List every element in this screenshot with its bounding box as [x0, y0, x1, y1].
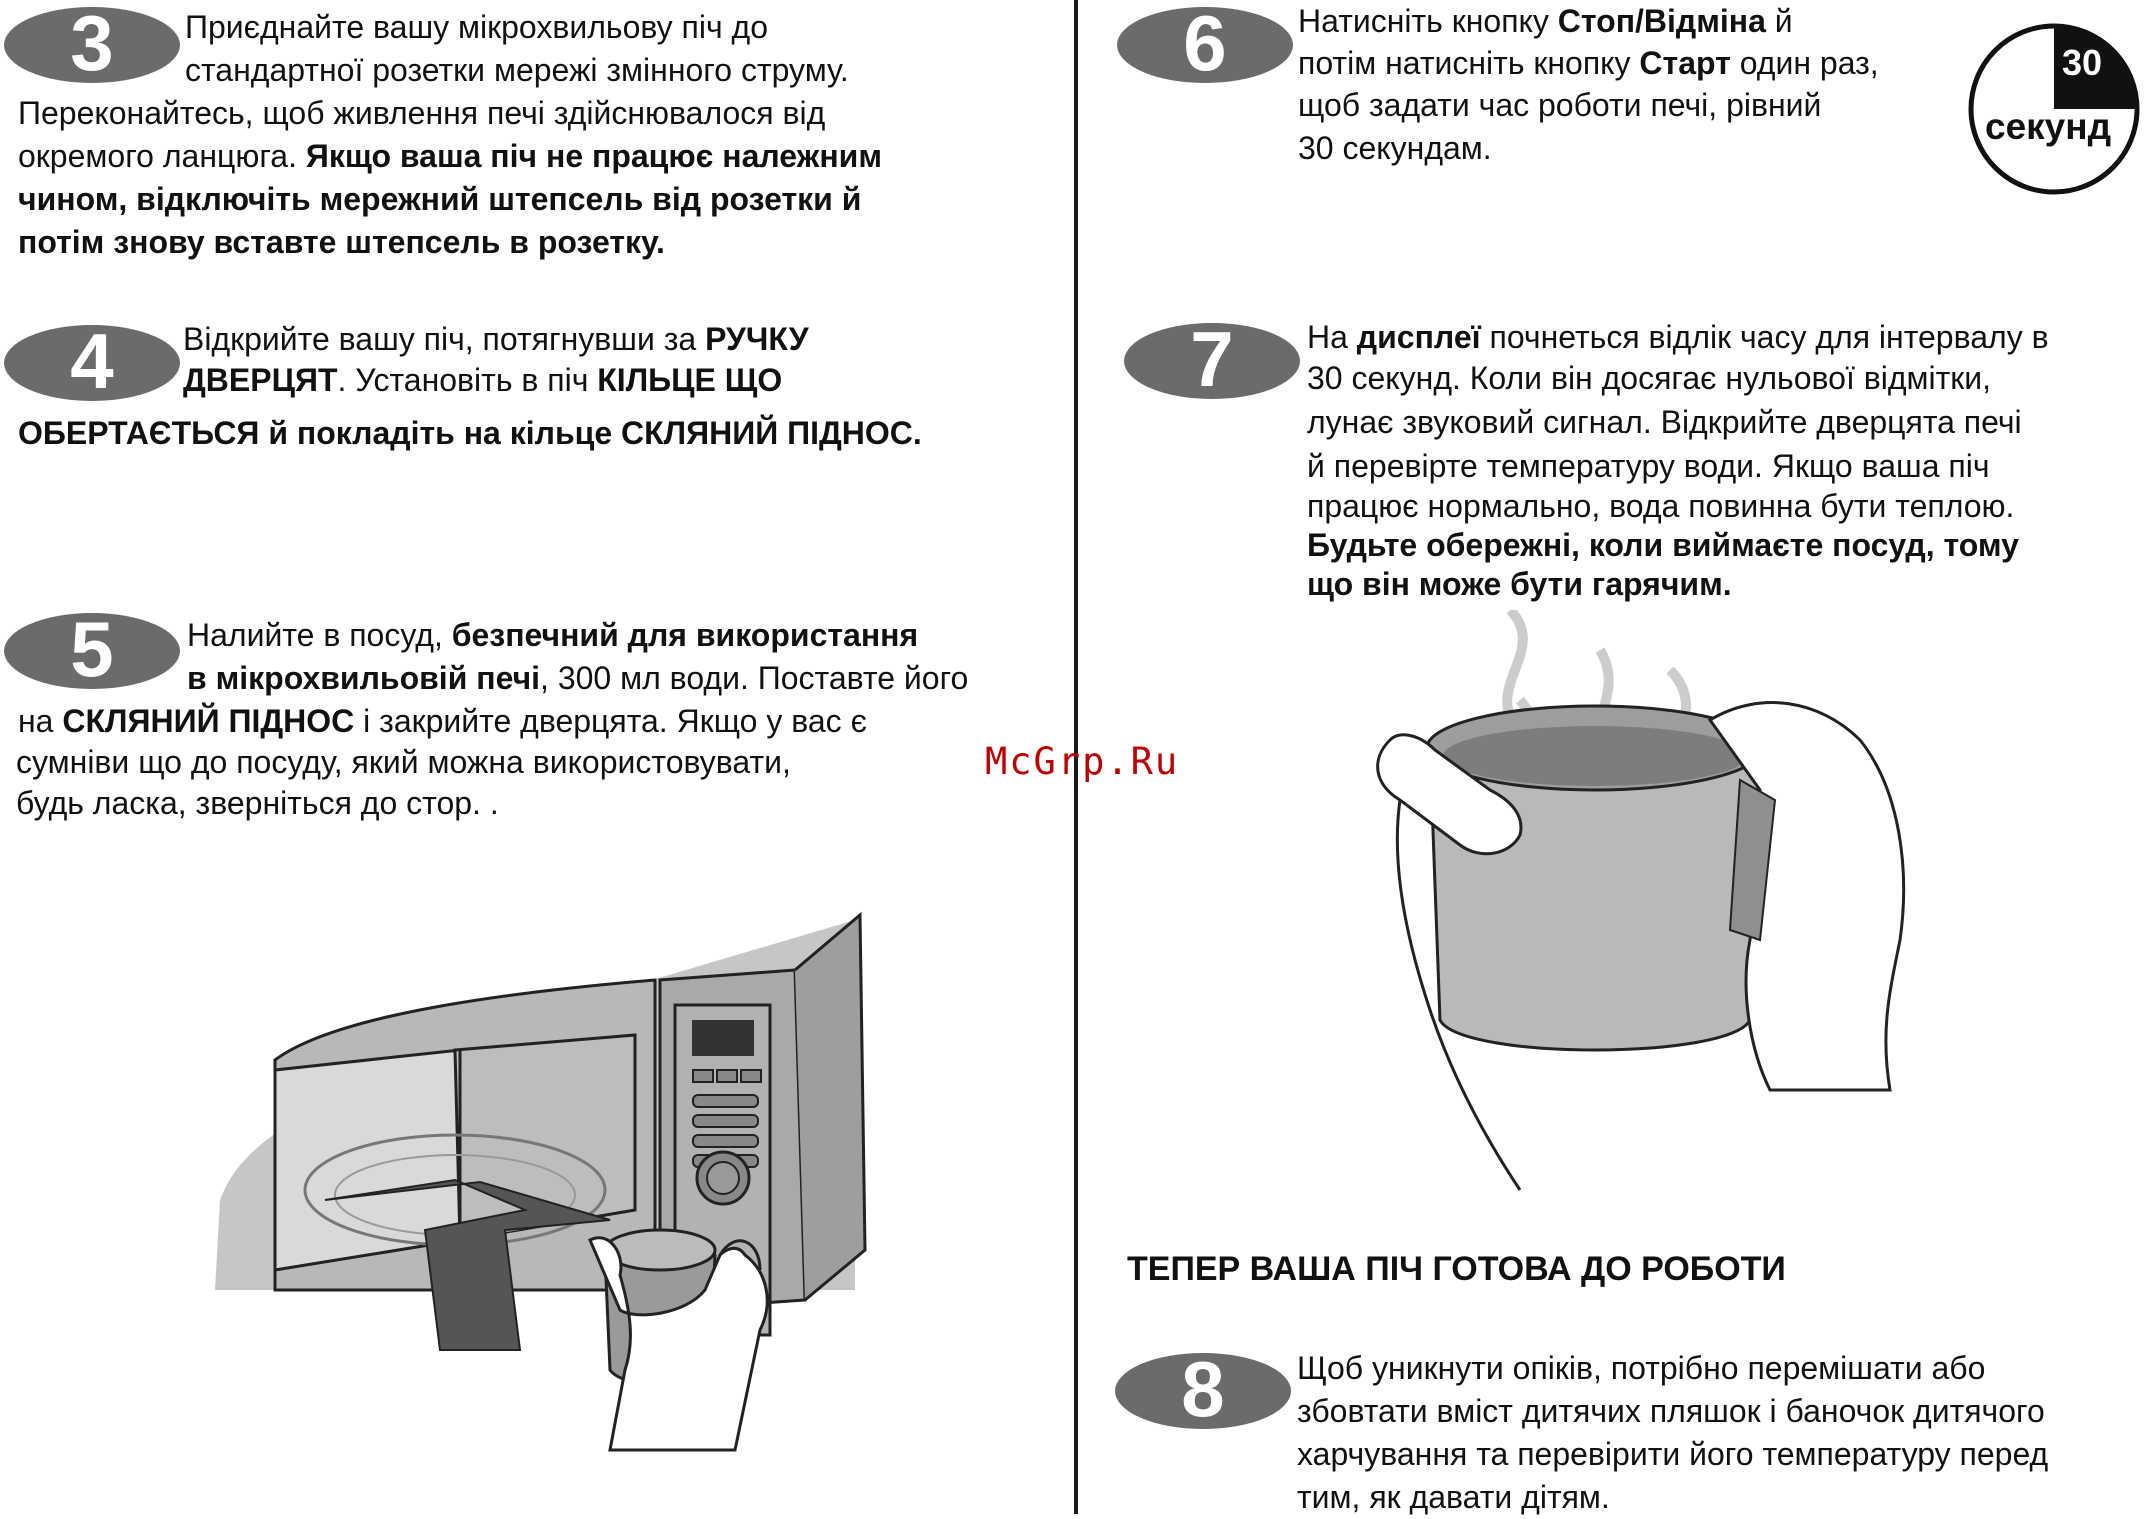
step-3-line-6: потім знову вставте штепсель в розетку.	[18, 224, 665, 260]
step-5-line-5: будь ласка, зверніться до стор. .	[16, 785, 499, 821]
timer-value: 30	[2062, 42, 2103, 83]
step-5-number: 5	[70, 612, 113, 690]
timer-30-seconds: 30 секунд	[1967, 22, 2142, 202]
step-6-line-2: потім натисніть кнопку Старт один раз,	[1298, 45, 1879, 81]
step-7-number: 7	[1190, 322, 1233, 400]
step-3-line-4: окремого ланцюга. Якщо ваша піч не працю…	[18, 138, 882, 174]
step-3-number: 3	[70, 6, 113, 84]
step-4-line-2: ДВЕРЦЯТ. Установіть в піч КІЛЬЦЕ ЩО	[183, 362, 783, 398]
step-4-line-3: ОБЕРТАЄТЬСЯ й покладіть на кільце СКЛЯНИ…	[18, 415, 922, 451]
step-8-line-4: тим, як давати дітям.	[1297, 1479, 1610, 1515]
step-7-line-3: лунає звуковий сигнал. Відкрийте дверцят…	[1307, 404, 2022, 440]
step-7-line-5: працює нормально, вода повинна бути тепл…	[1307, 488, 2015, 524]
warm-cup-illustration	[1376, 610, 1906, 1191]
step-4-number: 4	[70, 324, 113, 402]
step-4-line-1: Відкрийте вашу піч, потягнувши за РУЧКУ	[183, 321, 809, 357]
step-7-line-4: й перевірте температуру води. Якщо ваша …	[1307, 448, 1990, 484]
step-7-line-1: На дисплеї почнеться відлік часу для інт…	[1307, 319, 2049, 355]
microwave-illustration	[215, 911, 867, 1452]
step-6-line-1: Натисніть кнопку Стоп/Відміна й	[1298, 3, 1793, 39]
step-6-badge: 6	[1117, 6, 1293, 84]
step-5-line-3: на СКЛЯНИЙ ПІДНОС і закрийте дверцята. Я…	[18, 703, 867, 739]
step-5-line-4: сумніви що до посуду, який можна викорис…	[16, 744, 791, 780]
step-7-line-7: що він може бути гарячим.	[1307, 566, 1732, 602]
step-5-line-2: в мікрохвильовій печі, 300 мл води. Пост…	[187, 660, 969, 696]
step-5-line-1: Налийте в посуд, безпечний для використа…	[187, 617, 919, 653]
ready-heading: ТЕПЕР ВАША ПІЧ ГОТОВА ДО РОБОТИ	[1127, 1250, 1786, 1288]
step-8-number: 8	[1181, 1352, 1224, 1430]
step-6-line-4: 30 секундам.	[1298, 130, 1492, 166]
step-3-line-1: Приєднайте вашу мікрохвильову піч до	[185, 9, 769, 45]
step-6-line-3: щоб задати час роботи печі, рівний	[1298, 87, 1822, 123]
timer-clock-icon	[1968, 23, 2140, 195]
step-7-badge: 7	[1124, 322, 1300, 400]
step-3-line-3: Переконайтесь, щоб живлення печі здійсню…	[18, 95, 826, 131]
step-5-badge: 5	[4, 612, 180, 690]
step-8-line-3: харчування та перевірити його температур…	[1297, 1436, 2049, 1472]
step-8-badge: 8	[1115, 1352, 1291, 1430]
step-3-line-2: стандартної розетки мережі змінного стру…	[185, 52, 849, 88]
column-divider	[1074, 0, 1078, 1514]
step-3-badge: 3	[4, 6, 180, 84]
step-8-line-2: збовтати вміст дитячих пляшок і баночок …	[1297, 1393, 2045, 1429]
step-4-badge: 4	[4, 324, 180, 402]
step-6-number: 6	[1183, 6, 1226, 84]
step-3-line-5: чином, відключіть мережний штепсель від …	[18, 181, 862, 217]
watermark: McGrp.Ru	[985, 740, 1180, 783]
timer-unit: секунд	[1985, 106, 2112, 147]
step-7-line-6: Будьте обережні, коли виймаєте посуд, то…	[1307, 527, 2019, 563]
step-7-line-2: 30 секунд. Коли він досягає нульової від…	[1307, 360, 1992, 396]
step-8-line-1: Щоб уникнути опіків, потрібно перемішати…	[1297, 1350, 1986, 1386]
